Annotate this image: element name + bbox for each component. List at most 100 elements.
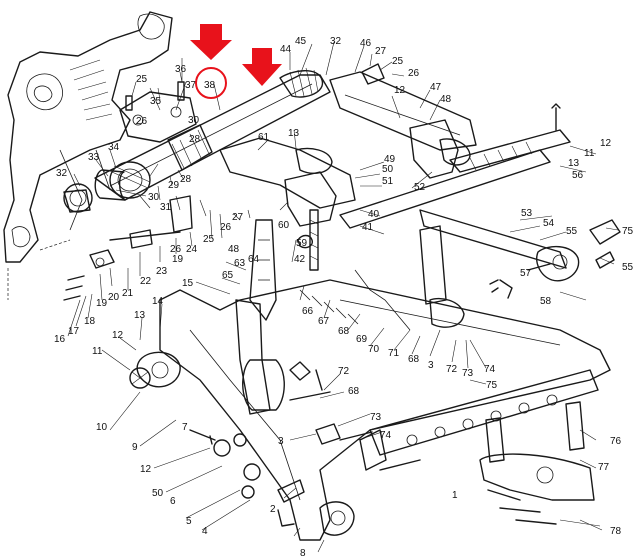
callout-6: 6 — [170, 496, 176, 507]
callout-38-highlight-ring — [195, 67, 227, 99]
leader-lines — [67, 41, 619, 553]
callout-78: 78 — [610, 526, 622, 537]
callout-37: 37 — [185, 80, 197, 91]
callout-73-right: 73 — [462, 368, 474, 379]
callout-12-left: 12 — [112, 330, 124, 341]
callout-41: 41 — [362, 222, 374, 233]
callout-16: 16 — [54, 334, 66, 345]
callout-labels: 32 45 44 46 27 25 26 47 12 48 36 37 38 3… — [54, 36, 634, 559]
callout-1: 1 — [452, 490, 458, 501]
callout-38: 38 — [204, 80, 216, 91]
callout-52: 52 — [414, 182, 426, 193]
callout-50: 50 — [152, 488, 164, 499]
callout-68-c: 68 — [348, 386, 360, 397]
callout-56: 56 — [572, 170, 584, 181]
callout-24: 24 — [186, 244, 198, 255]
lower-drawbar-frame — [136, 279, 611, 541]
callout-26-top: 26 — [408, 68, 420, 79]
callout-3-right: 3 — [428, 360, 434, 371]
callout-75-right: 75 — [622, 226, 634, 237]
callout-33: 33 — [88, 152, 100, 163]
callout-53: 53 — [521, 208, 533, 219]
callout-14: 14 — [152, 296, 164, 307]
callout-58: 58 — [540, 296, 552, 307]
callout-26-mid: 26 — [220, 222, 232, 233]
callout-15: 15 — [182, 278, 194, 289]
lift-shaft-assembly — [63, 67, 331, 213]
callout-19-left: 19 — [96, 298, 108, 309]
red-arrow-icon-left — [190, 24, 232, 60]
callout-11-top: 11 — [584, 148, 595, 159]
callout-11-left: 11 — [92, 346, 103, 357]
callout-64: 64 — [248, 254, 260, 265]
callout-74: 74 — [380, 430, 392, 441]
callout-63: 63 — [234, 258, 246, 269]
callout-3-mid: 3 — [278, 436, 284, 447]
callout-34: 34 — [108, 142, 120, 153]
callout-29: 29 — [168, 180, 180, 191]
callout-21: 21 — [122, 288, 134, 299]
lift-links — [235, 219, 465, 415]
callout-73: 73 — [370, 412, 382, 423]
callout-71: 71 — [388, 348, 400, 359]
callout-51: 51 — [382, 176, 394, 187]
callout-36: 36 — [175, 64, 187, 75]
callout-12-top: 12 — [394, 85, 406, 96]
swinging-drawbar — [359, 369, 599, 501]
callout-13-top: 13 — [288, 128, 300, 139]
callout-19: 19 — [172, 254, 184, 265]
callout-48-top: 48 — [440, 94, 452, 105]
callout-26-low: 26 — [170, 244, 182, 255]
callout-17: 17 — [68, 326, 80, 337]
callout-74-right: 74 — [484, 364, 496, 375]
callout-23: 23 — [156, 266, 168, 277]
callout-25-mid: 25 — [203, 234, 215, 245]
callout-13-right: 13 — [568, 158, 580, 169]
callout-13-left: 13 — [134, 310, 146, 321]
callout-60: 60 — [278, 220, 290, 231]
highlight-markers — [190, 24, 282, 99]
callout-9: 9 — [132, 442, 138, 453]
callout-32-left: 32 — [56, 168, 68, 179]
callout-12-right: 12 — [600, 138, 612, 149]
callout-10: 10 — [96, 422, 108, 433]
callout-5: 5 — [186, 516, 192, 527]
callout-61: 61 — [258, 132, 270, 143]
callout-70: 70 — [368, 344, 380, 355]
callout-68-b: 68 — [408, 354, 420, 365]
callout-20: 20 — [108, 292, 120, 303]
callout-69: 69 — [356, 334, 368, 345]
mounting-bracket — [119, 81, 197, 143]
callout-26-left: 26 — [136, 116, 148, 127]
callout-46: 46 — [360, 38, 372, 49]
callout-72-right: 72 — [446, 364, 458, 375]
callout-72: 72 — [338, 366, 350, 377]
callout-44: 44 — [280, 44, 292, 55]
callout-48-mid: 48 — [228, 244, 240, 255]
callout-49: 49 — [384, 154, 396, 165]
callout-27-mid: 27 — [232, 212, 244, 223]
callout-27-top: 27 — [375, 46, 387, 57]
callout-28: 28 — [180, 174, 192, 185]
callout-4: 4 — [202, 526, 208, 537]
callout-65: 65 — [222, 270, 234, 281]
callout-8: 8 — [300, 548, 306, 559]
callout-30-top: 30 — [188, 115, 200, 126]
callout-25-left: 25 — [136, 74, 148, 85]
callout-47: 47 — [430, 82, 442, 93]
callout-76: 76 — [610, 436, 622, 447]
callout-2: 2 — [270, 504, 276, 515]
callout-31: 31 — [160, 202, 172, 213]
callout-35: 35 — [150, 96, 162, 107]
callout-12-bottom: 12 — [140, 464, 152, 475]
callout-40: 40 — [368, 209, 380, 220]
callout-25-top: 25 — [392, 56, 404, 67]
callout-55-b: 55 — [622, 262, 634, 273]
callout-28-top: 28 — [189, 134, 201, 145]
callout-57: 57 — [520, 268, 532, 279]
callout-42: 42 — [294, 254, 306, 265]
red-arrow-icon-right — [242, 48, 282, 86]
callout-18: 18 — [84, 316, 96, 327]
callout-54: 54 — [543, 218, 555, 229]
